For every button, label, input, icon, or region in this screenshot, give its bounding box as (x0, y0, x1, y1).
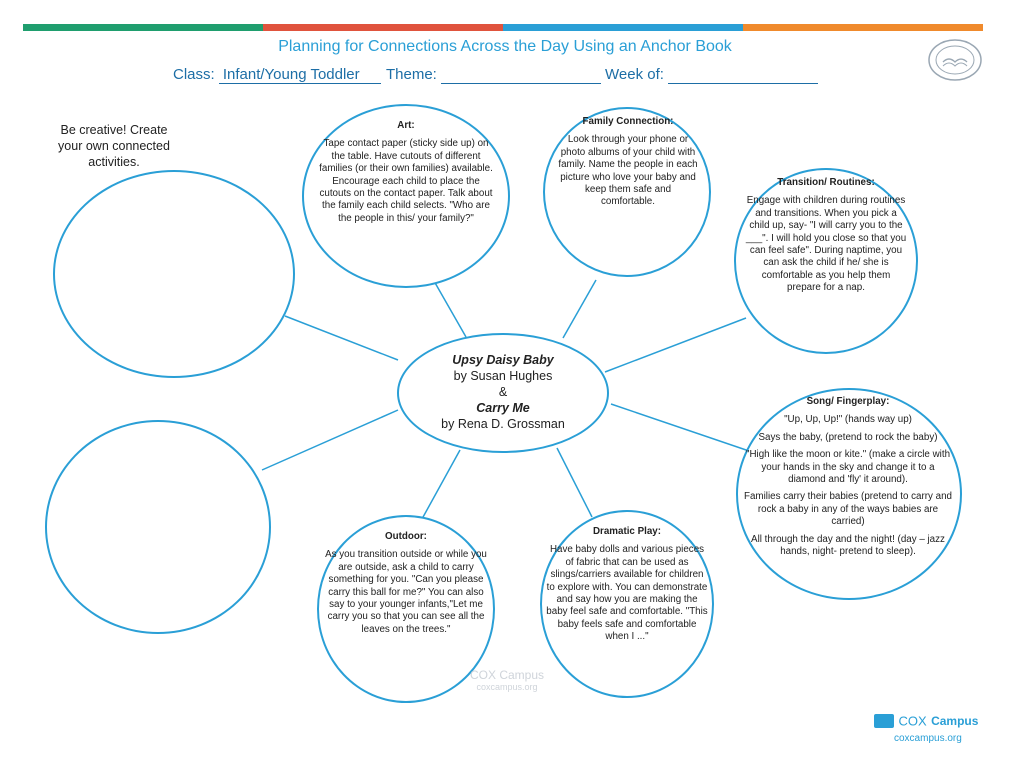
outdoor-heading: Outdoor: (385, 531, 427, 542)
anchor-book-circle (397, 333, 609, 453)
connector-art (429, 273, 467, 338)
page-title: Planning for Connections Across the Day … (278, 38, 732, 55)
theme-label: Theme: (386, 66, 437, 83)
song-line-2: Says the baby, (pretend to rock the baby… (758, 431, 938, 443)
transition-circle (734, 168, 918, 354)
watermark: COX Campus coxcampus.org (452, 668, 562, 692)
creative-prompt: Be creative! Create your own connected a… (58, 123, 170, 169)
song-heading: Song/ Fingerplay: (806, 396, 890, 407)
ampersand: & (498, 385, 508, 399)
art-circle (302, 104, 510, 288)
dramatic-play-text: Dramatic Play: Have baby dolls and vario… (546, 526, 708, 644)
blank-activity-circle-bottom[interactable] (45, 420, 271, 634)
week-field: Week of: (605, 66, 819, 84)
color-bar-orange (743, 24, 983, 31)
connector-outdoor (416, 449, 461, 529)
literacy-justice-badge-icon (928, 39, 982, 81)
connector-dramatic (556, 447, 593, 518)
song-line-1: "Up, Up, Up!" (hands way up) (784, 414, 912, 426)
art-body: Tape contact paper (sticky side up) on t… (319, 138, 493, 224)
connector-left-top (284, 315, 399, 361)
transition-text: Transition/ Routines: Engage with childr… (744, 177, 908, 295)
theme-field: Theme: (386, 66, 602, 84)
family-circle (543, 107, 711, 277)
class-field: Class: Infant/Young Toddler (173, 66, 381, 84)
transition-heading: Transition/ Routines: (777, 177, 875, 188)
color-bar-blue (503, 24, 743, 31)
theme-blank (441, 66, 602, 84)
class-label: Class: (173, 66, 215, 83)
watermark-brand: COX Campus (469, 668, 545, 682)
dramatic-play-heading: Dramatic Play: (592, 526, 662, 537)
class-value: Infant/Young Toddler (218, 66, 381, 84)
dramatic-play-body: Have baby dolls and various pieces of fa… (546, 544, 708, 643)
book-icon (874, 713, 894, 728)
song-text: Song/ Fingerplay: "Up, Up, Up!" (hands w… (742, 396, 954, 563)
song-circle (736, 388, 962, 600)
transition-body: Engage with children during routines and… (745, 195, 907, 294)
blank-activity-circle-top[interactable] (53, 170, 295, 378)
book2-author: by Rena D. Grossman (441, 417, 565, 431)
art-heading: Art: (397, 120, 415, 131)
family-text: Family Connection: Look through your pho… (557, 116, 699, 209)
logo-url[interactable]: coxcampus.org (894, 733, 962, 744)
anchor-book-text: Upsy Daisy Baby by Susan Hughes & Carry … (405, 352, 601, 432)
watermark-url: coxcampus.org (476, 682, 538, 692)
logo-campus: Campus (931, 713, 979, 728)
art-text: Art: Tape contact paper (sticky side up)… (316, 120, 496, 225)
book1-title: Upsy Daisy Baby (452, 353, 554, 367)
week-blank (668, 66, 819, 84)
book1-author: by Susan Hughes (453, 369, 553, 383)
song-line-5: All through the day and the night! (day … (751, 533, 945, 558)
outdoor-text: Outdoor: As you transition outside or wh… (325, 531, 487, 636)
song-line-3: "High like the moon or kite." (make a ci… (745, 449, 951, 486)
family-heading: Family Connection: (582, 116, 674, 127)
dramatic-play-circle (540, 510, 714, 698)
connector-song (610, 403, 753, 453)
connector-transition (604, 317, 747, 373)
cox-campus-logo: COX Campus coxcampus.org (874, 712, 984, 744)
color-bar-green (23, 24, 263, 31)
logo-cox: COX (898, 713, 927, 729)
outdoor-body: As you transition outside or while you a… (325, 549, 487, 635)
family-body: Look through your phone or photo albums … (558, 134, 698, 208)
book2-title: Carry Me (476, 401, 530, 415)
song-line-4: Families carry their babies (pretend to … (744, 491, 952, 528)
week-label: Week of: (605, 66, 664, 83)
connector-family (562, 279, 597, 339)
color-bar-red (263, 24, 503, 31)
connector-left-bottom (261, 409, 399, 471)
outdoor-circle (317, 515, 495, 703)
